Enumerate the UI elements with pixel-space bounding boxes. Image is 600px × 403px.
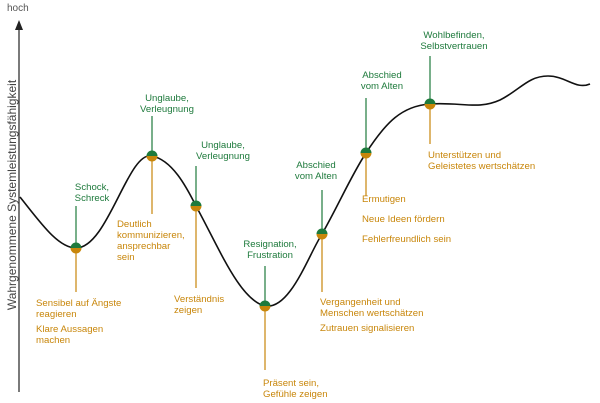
abschied-2-node-bottom: [360, 153, 372, 159]
axis-top-label: hoch: [7, 3, 29, 14]
unglaube-2-node-top: [190, 200, 202, 206]
resignation-state-label: Resignation, Frustration: [243, 239, 297, 261]
phase-nodes: [70, 98, 436, 312]
abschied-1-node-top: [316, 228, 328, 234]
abschied-1-node-bottom: [316, 234, 328, 240]
unglaube-2-node-bottom: [190, 206, 202, 212]
unglaube-2-node: [190, 200, 202, 212]
resignation-node-top: [259, 300, 271, 306]
change-curve: [19, 75, 591, 307]
schock-action-1: Sensibel auf Ängste reagieren: [36, 298, 122, 320]
schock-node: [70, 242, 82, 254]
unglaube-1-node: [146, 150, 158, 162]
y-axis-label-text: Wahrgenommene Systemleistungsfähigkeit: [5, 79, 19, 311]
abschied-2-action-2: Neue Ideen fördern: [362, 214, 445, 225]
abschied-1-state-label: Abschied vom Alten: [294, 160, 338, 182]
abschied-2-action-3: Fehlerfreundlich sein: [362, 234, 452, 245]
schock-action-2: Klare Aussagen machen: [36, 324, 104, 346]
abschied-1-action-2: Zutrauen signalisieren: [320, 323, 415, 334]
wohlbefinden-node: [424, 98, 436, 110]
unglaube-2-state-label: Unglaube, Verleugnung: [196, 140, 250, 162]
resignation-node: [259, 300, 271, 312]
unglaube-2-action-1: Verständnis zeigen: [174, 294, 225, 316]
resignation-node-bottom: [259, 306, 271, 312]
unglaube-1-node-top: [146, 150, 158, 156]
wohlbefinden-node-top: [424, 98, 436, 104]
wohlbefinden-node-bottom: [424, 104, 436, 110]
abschied-2-node: [360, 147, 372, 159]
schock-state-label: Schock, Schreck: [74, 182, 110, 204]
wohlbefinden-state-label: Wohlbefinden, Selbstvertrauen: [420, 30, 488, 52]
wohlbefinden-action-1: Unterstützen und Geleistetes wertschätze…: [428, 150, 536, 172]
abschied-2-node-top: [360, 147, 372, 153]
unglaube-1-state-label: Unglaube, Verleugnung: [140, 93, 194, 115]
unglaube-1-action-1: Deutlich kommunizieren, ansprechbar sein: [117, 219, 185, 263]
connector-lines: [75, 56, 431, 370]
abschied-1-action-1: Vergangenheit und Menschen wertschätzen: [320, 297, 424, 319]
y-axis-arrow-icon: [15, 20, 23, 30]
y-axis-label: Wahrgenommene Systemleistungsfähigkeit: [2, 30, 22, 360]
schock-node-bottom: [70, 248, 82, 254]
abschied-2-state-label: Abschied vom Alten: [360, 70, 404, 92]
schock-node-top: [70, 242, 82, 248]
unglaube-1-node-bottom: [146, 156, 158, 162]
resignation-action-1: Präsent sein, Gefühle zeigen: [263, 378, 328, 400]
abschied-2-action-1: Ermutigen: [362, 194, 406, 205]
abschied-1-node: [316, 228, 328, 240]
